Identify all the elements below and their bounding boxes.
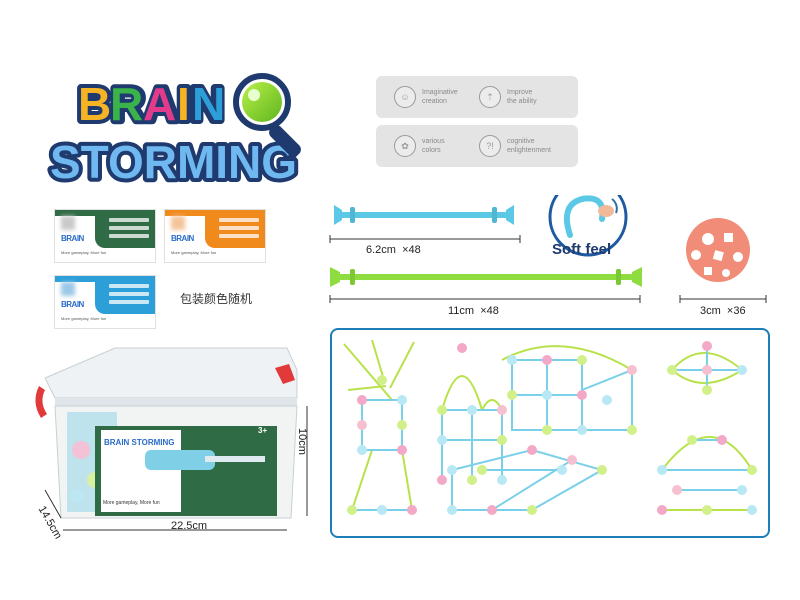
assembly-examples-panel: [330, 328, 770, 538]
connector-ball: [686, 218, 750, 282]
age-badge: 3+: [258, 426, 268, 435]
svg-text:B: B: [78, 78, 111, 130]
long-stick-label: 11cm ×48: [448, 305, 499, 317]
question-icon: ?!: [479, 135, 501, 157]
box-label-tagline: More gameplay, More fun: [103, 500, 160, 506]
box-height-label: 10cm: [296, 428, 308, 455]
soft-feel-label: Soft feel: [552, 241, 612, 258]
random-color-note: 包装颜色随机: [180, 292, 253, 306]
package-card-blue: BRAIN More gameplay, More fun: [55, 276, 155, 328]
ball-label: 3cm ×36: [700, 305, 746, 317]
long-stick: [330, 267, 642, 287]
short-stick: [334, 205, 514, 225]
box-width-label: 22.5cm: [171, 520, 208, 532]
soft-feel-badge: [548, 195, 628, 257]
svg-text:BRAIN: BRAIN: [78, 78, 224, 130]
lightbulb-head-icon: ☺: [394, 86, 416, 108]
svg-text:I: I: [177, 78, 190, 130]
package-card-green: BRAIN More gameplay, More fun: [55, 210, 155, 262]
svg-text:R: R: [110, 78, 143, 130]
package-card-orange: BRAIN More gameplay, More fun: [165, 210, 265, 262]
brain-storming-logo: BRAIN B R A I N STORMING STORMING: [40, 60, 320, 195]
svg-text:STORMING: STORMING: [50, 136, 297, 188]
svg-text:A: A: [143, 78, 176, 130]
svg-text:N: N: [192, 78, 225, 130]
short-stick-label: 6.2cm ×48: [366, 244, 421, 256]
storage-box: [35, 347, 308, 531]
svg-text:STORMING: STORMING: [50, 136, 297, 188]
palette-icon: ✿: [394, 135, 416, 157]
box-label-logo: BRAIN STORMING: [104, 438, 175, 447]
parts-illustration: [329, 195, 767, 303]
growth-icon: ⇡: [479, 86, 501, 108]
assembled-structures: [343, 339, 757, 515]
